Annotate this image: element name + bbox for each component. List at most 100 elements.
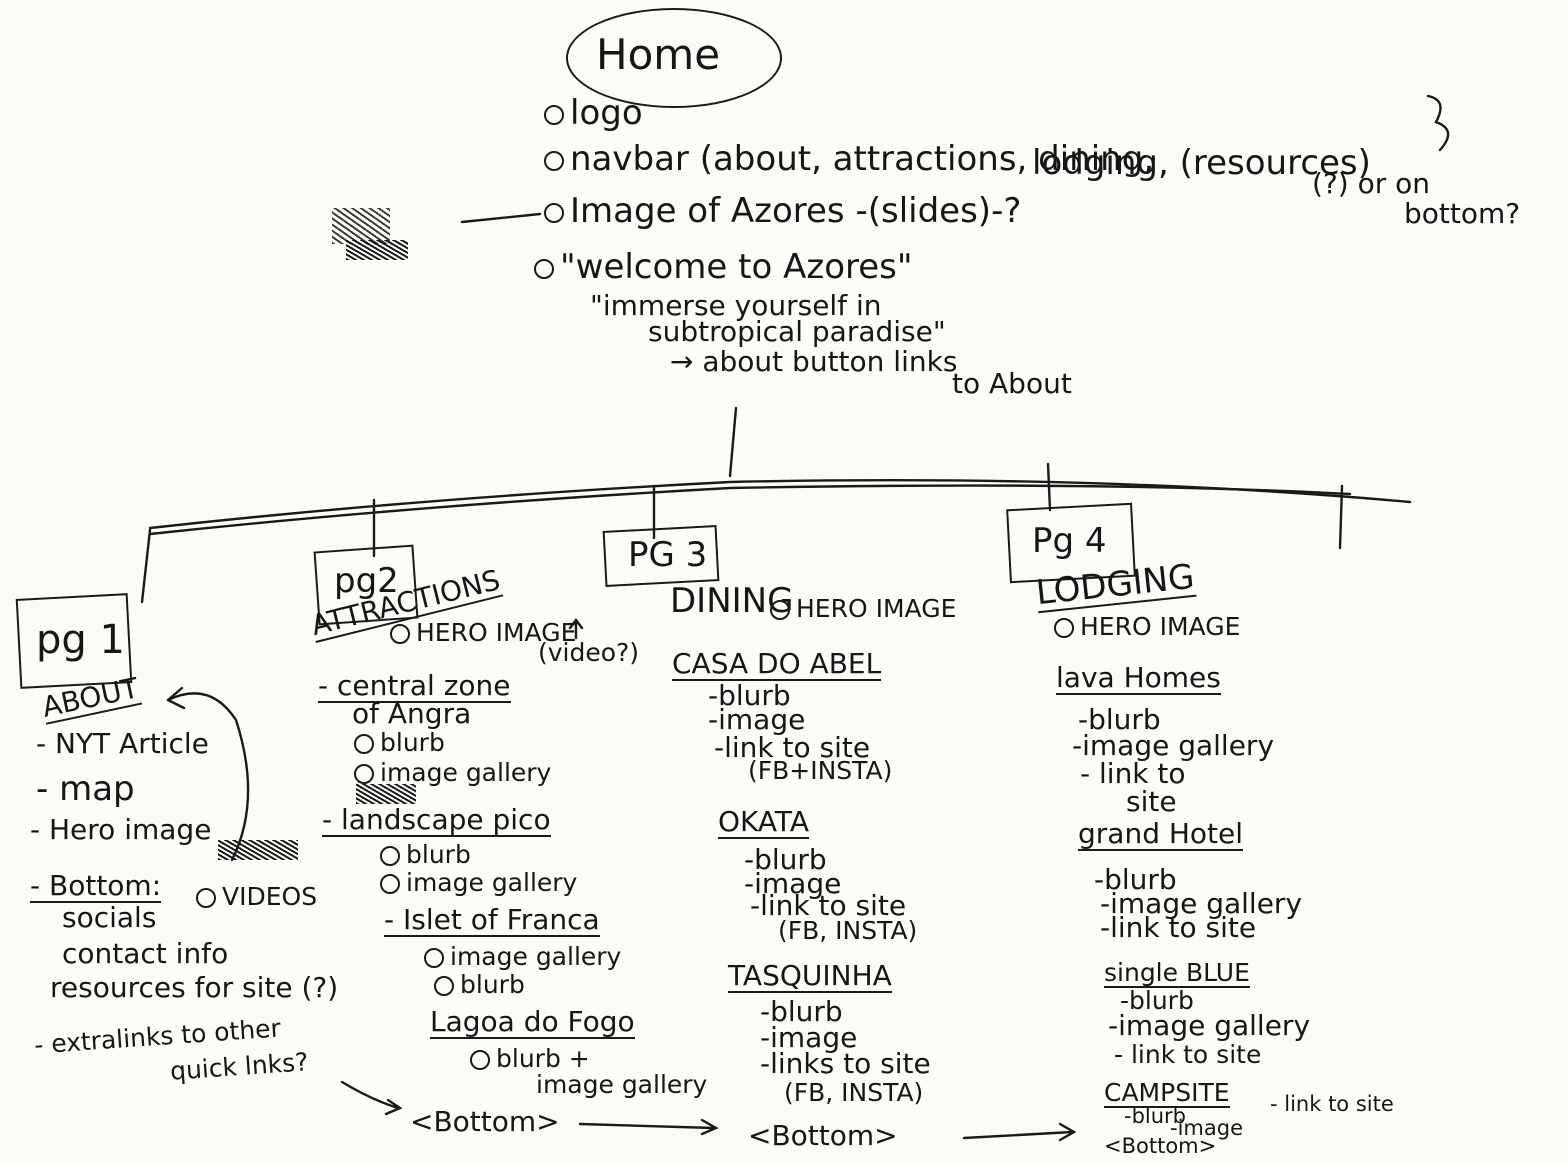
pg4-line: -blurb (1124, 1104, 1187, 1128)
pg1-line: socials (62, 901, 157, 934)
pg3-line: TASQUINHA (728, 959, 892, 993)
drop-extra (1338, 484, 1344, 550)
pg3-line: -blurb (708, 679, 791, 712)
pg4-line: single BLUE (1104, 958, 1250, 988)
pg2-line: image gallery (424, 944, 621, 969)
drop-pg1 (140, 528, 152, 604)
pg3-line: -image (744, 867, 842, 900)
pg4-line: - link to (1080, 757, 1186, 790)
bullet-circle-icon (424, 948, 444, 968)
pg4-tag: Pg 4 (1032, 521, 1107, 561)
bullet-circle-icon (534, 258, 554, 279)
pg3-line: -image (708, 703, 806, 736)
home-item-navbar: navbar (about, attractions, dining, (544, 142, 1154, 176)
arrow-to-bottom-2 (578, 1122, 716, 1130)
pg4-line: -image (1170, 1116, 1243, 1140)
pg1-extra: VIDEOS (196, 884, 317, 909)
pg2-tag: pg2 (334, 561, 399, 601)
pg2-line: blurb + (470, 1046, 590, 1071)
arrow-to-bottom-2-head (700, 1118, 719, 1136)
about-curl-arrowhead (166, 686, 186, 710)
bullet-circle-icon (196, 888, 216, 908)
bullet-circle-icon (544, 150, 564, 171)
pg1-line: - map (36, 769, 135, 809)
arrow-to-bottom-1-head (384, 1098, 403, 1116)
pg2-line: blurb (434, 972, 525, 997)
pg2-line: Lagoa do Fogo (430, 1005, 635, 1039)
pg3-line: -blurb (760, 995, 843, 1028)
pg3-line: OKATA (718, 805, 809, 839)
home-side-note-2: bottom? (1404, 197, 1521, 230)
pg1-line: resources for site (?) (50, 971, 339, 1004)
bullet-circle-icon (380, 846, 400, 866)
bullet-circle-icon (770, 600, 790, 620)
pg3-line: -image (760, 1021, 858, 1054)
pg3-line: -links to site (760, 1047, 931, 1080)
pg4-line: lava Homes (1056, 661, 1221, 695)
pg4-line: grand Hotel (1078, 817, 1244, 851)
home-title: Home (596, 30, 721, 79)
pg4-line: -blurb (1078, 703, 1161, 736)
arrow-to-bottom-3-head (1058, 1122, 1077, 1142)
bullet-circle-icon (354, 764, 374, 784)
drop-pg4 (1046, 462, 1052, 512)
pg4-line: -image gallery (1108, 1009, 1311, 1042)
pg3-line: CASA DO ABEL (672, 647, 882, 681)
pg4-line: - link to site (1114, 1040, 1262, 1069)
pg3-hero: HERO IMAGE (770, 596, 956, 621)
bullet-circle-icon (470, 1050, 490, 1070)
navbar-brace (1426, 94, 1450, 152)
pg1-line: - NYT Article (36, 727, 209, 760)
pg4-line: -link to site (1100, 911, 1257, 944)
scribbled-out-text (332, 208, 390, 244)
pg3-line: (FB, INSTA) (778, 916, 918, 945)
trunk-line (728, 406, 738, 478)
bullet-circle-icon (544, 104, 564, 125)
pg4-line: - link to site (1270, 1092, 1394, 1116)
arrow-to-bottom-3 (962, 1130, 1074, 1140)
pg3-line: -link to site (714, 731, 871, 764)
home-oval (566, 8, 782, 108)
pg4-hero: HERO IMAGE (1054, 614, 1240, 639)
arrow-to-bottom-1 (340, 1080, 400, 1110)
pg2-line: - central zone (318, 669, 511, 703)
pg4-line: -blurb (1094, 863, 1177, 896)
pg4-line: -image gallery (1100, 887, 1303, 920)
pg3-bottom: <Bottom> (748, 1119, 898, 1152)
home-item-about-button: → about button links (670, 345, 958, 378)
pg2-line: - Islet of Franca (384, 903, 600, 937)
pg2-line: image gallery (536, 1070, 708, 1099)
pg3-tag: PG 3 (628, 535, 708, 575)
bullet-circle-icon (434, 976, 454, 996)
bullet-circle-icon (354, 734, 374, 754)
pg4-line: -blurb (1120, 986, 1194, 1015)
bullet-circle-icon (390, 624, 410, 644)
pg1-tag: pg 1 (36, 617, 125, 663)
branch-line-echo (148, 484, 1352, 536)
scribbled-out-text-4 (356, 784, 416, 804)
pg2-hero-note: (video?) (538, 638, 640, 667)
pg2-line: of Angra (352, 697, 472, 730)
pg4-bottom: <Bottom> (1104, 1134, 1217, 1158)
pg2-hero: HERO IMAGE (390, 620, 576, 645)
pg3-line: -blurb (744, 843, 827, 876)
pg2-line: image gallery (354, 760, 551, 785)
hero-up-arrow (568, 618, 584, 640)
scribbled-out-text-2 (346, 240, 408, 260)
bullet-circle-icon (544, 202, 564, 223)
bullet-circle-icon (380, 874, 400, 894)
about-curl-arrow (166, 692, 250, 862)
pg2-line: blurb (380, 842, 471, 867)
home-item-logo: logo (544, 96, 643, 130)
pg4-line: CAMPSITE (1104, 1078, 1230, 1108)
home-side-note-1: (?) or on (1312, 167, 1431, 200)
home-item-paradise: subtropical paradise" (648, 315, 946, 348)
bullet-circle-icon (1054, 618, 1074, 638)
pg2-line: - landscape pico (322, 803, 551, 837)
home-item-navbar-cont: lodging, (resources) (1032, 143, 1371, 183)
pg1-line: - Bottom: (30, 869, 162, 903)
pg3-line: -link to site (750, 889, 907, 922)
scribbled-out-text-3 (218, 840, 298, 860)
